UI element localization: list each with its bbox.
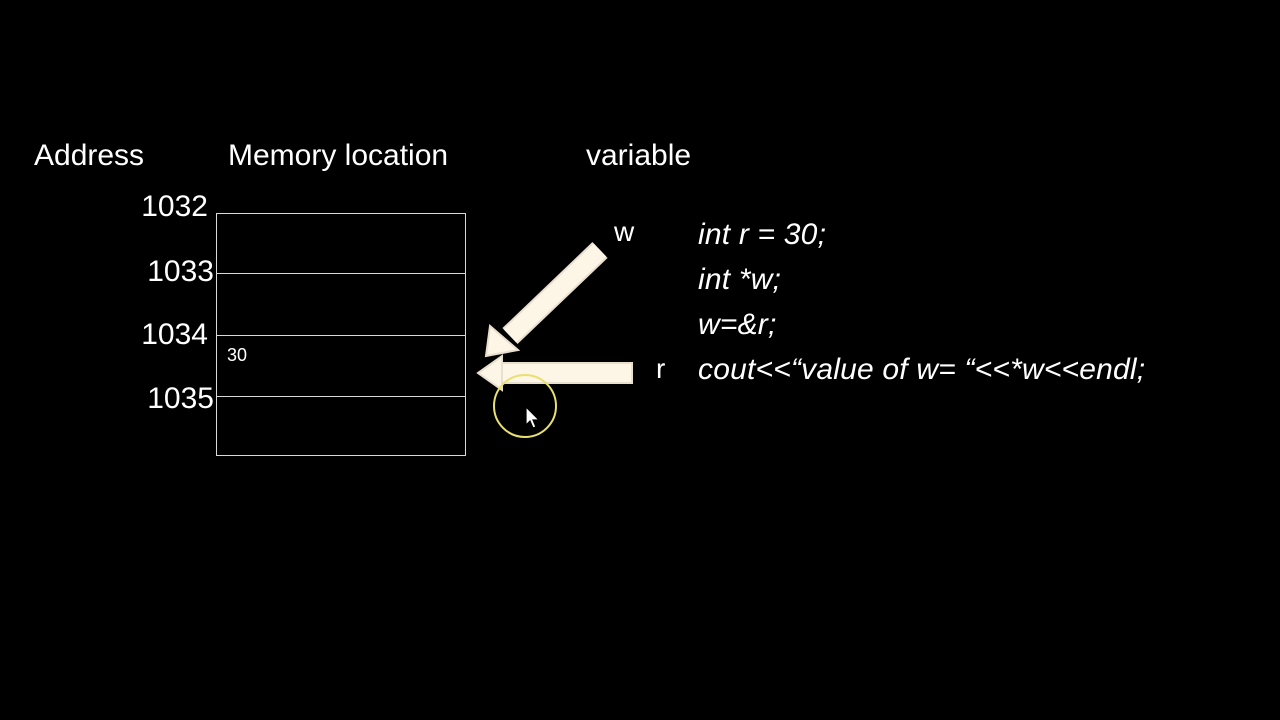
variable-w-label: w — [614, 216, 635, 247]
address-header: Address — [34, 139, 145, 172]
code-line: cout<<“value of w= “<<*w<<endl; — [698, 353, 1146, 386]
memory-row-divider — [217, 335, 465, 336]
address-label: 1032 — [141, 190, 208, 223]
variable-r-label: r — [656, 353, 666, 384]
code-line: int *w; — [698, 263, 782, 296]
variable-header: variable — [586, 139, 692, 172]
code-line: int r = 30; — [698, 218, 827, 251]
address-label: 1034 — [141, 318, 208, 351]
arrow-w-icon — [484, 242, 608, 358]
mouse-pointer-icon — [525, 406, 541, 429]
cursor-highlight-icon — [493, 374, 557, 438]
memory-location-header: Memory location — [228, 139, 449, 172]
code-block: int r = 30; int *w; w=&r; cout<<“value o… — [698, 212, 1145, 392]
code-line: w=&r; — [698, 308, 777, 341]
memory-row-divider — [217, 396, 465, 397]
memory-row-divider — [217, 273, 465, 274]
address-label: 1033 — [147, 255, 214, 288]
memory-table: 30 — [216, 213, 466, 456]
address-label: 1035 — [147, 382, 214, 415]
memory-cell-value: 30 — [227, 345, 248, 365]
